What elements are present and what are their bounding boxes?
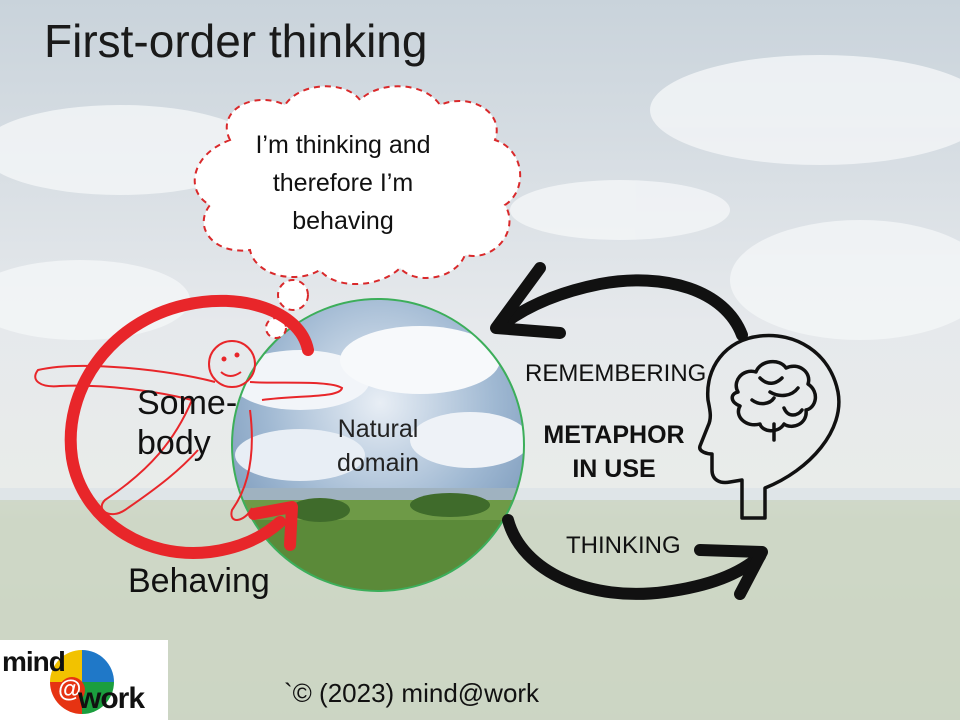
curved-arrow-left-icon <box>490 262 748 341</box>
logo-text-mind: mind <box>2 646 66 677</box>
curved-arrow-right-icon <box>502 514 768 600</box>
logo-text-work: work <box>78 682 145 715</box>
thinking-label: THINKING <box>566 532 681 559</box>
natural-domain-label: Natural domain <box>337 415 419 477</box>
curved-arrow-behaving-icon <box>64 294 314 559</box>
head-brain-icon <box>698 333 841 520</box>
somebody-label: Some-body <box>137 384 238 462</box>
copyright-footer: `© (2023) mind@work <box>284 678 540 708</box>
thought-bubble-text: I’m thinking and therefore I’m behaving <box>255 131 431 235</box>
metaphor-in-use-label: METAPHOR IN USE <box>543 421 685 483</box>
logo-color-disc-icon <box>50 650 114 714</box>
remembering-label: REMEMBERING <box>525 360 707 387</box>
behaving-label: Behaving <box>128 562 270 600</box>
slide-title: First-order thinking <box>44 15 428 67</box>
mind-at-work-logo: mind @ work <box>0 640 168 720</box>
logo-text-at: @ <box>58 676 82 703</box>
